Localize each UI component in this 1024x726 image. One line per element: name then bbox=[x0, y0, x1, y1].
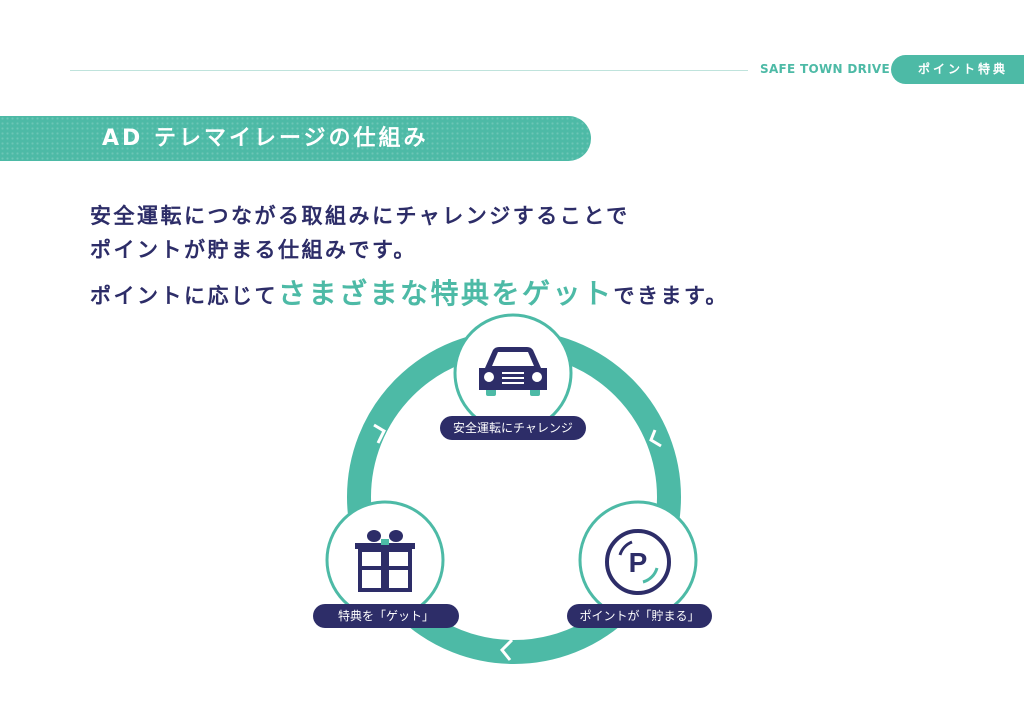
section-title-banner: AD テレマイレージの仕組み bbox=[0, 116, 591, 161]
point-p-icon: P bbox=[605, 529, 671, 595]
step-label-get-benefit: 特典を「ゲット」 bbox=[313, 604, 459, 628]
gift-icon bbox=[355, 530, 415, 592]
step-circle-point: P bbox=[578, 500, 698, 620]
section-tab[interactable]: ポイント特典 bbox=[891, 55, 1024, 84]
header-divider bbox=[70, 70, 748, 71]
step-circle-gift bbox=[325, 500, 445, 620]
lead-line-3: ポイントに応じてさまざまな特典をゲットできます。 bbox=[90, 272, 729, 312]
arrow-notch-icon bbox=[373, 423, 386, 444]
lead-line-1: 安全運転につながる取組みにチャレンジすることで bbox=[90, 204, 630, 228]
step-circle-car bbox=[453, 313, 573, 433]
lead-highlight: さまざまな特典をゲット bbox=[278, 277, 614, 310]
car-icon bbox=[479, 347, 547, 396]
svg-text:P: P bbox=[629, 547, 648, 578]
step-label-challenge: 安全運転にチャレンジ bbox=[440, 416, 586, 440]
arrow-notch-icon bbox=[499, 638, 514, 661]
arrow-notch-icon bbox=[649, 429, 662, 448]
lead-line-3-post: できます。 bbox=[613, 284, 729, 308]
lead-line-3-pre: ポイントに応じて bbox=[90, 284, 278, 308]
brand-name: SAFE TOWN DRIVE bbox=[760, 62, 890, 76]
step-label-save-points: ポイントが「貯まる」 bbox=[567, 604, 712, 628]
lead-line-2: ポイントが貯まる仕組みです。 bbox=[90, 238, 417, 262]
